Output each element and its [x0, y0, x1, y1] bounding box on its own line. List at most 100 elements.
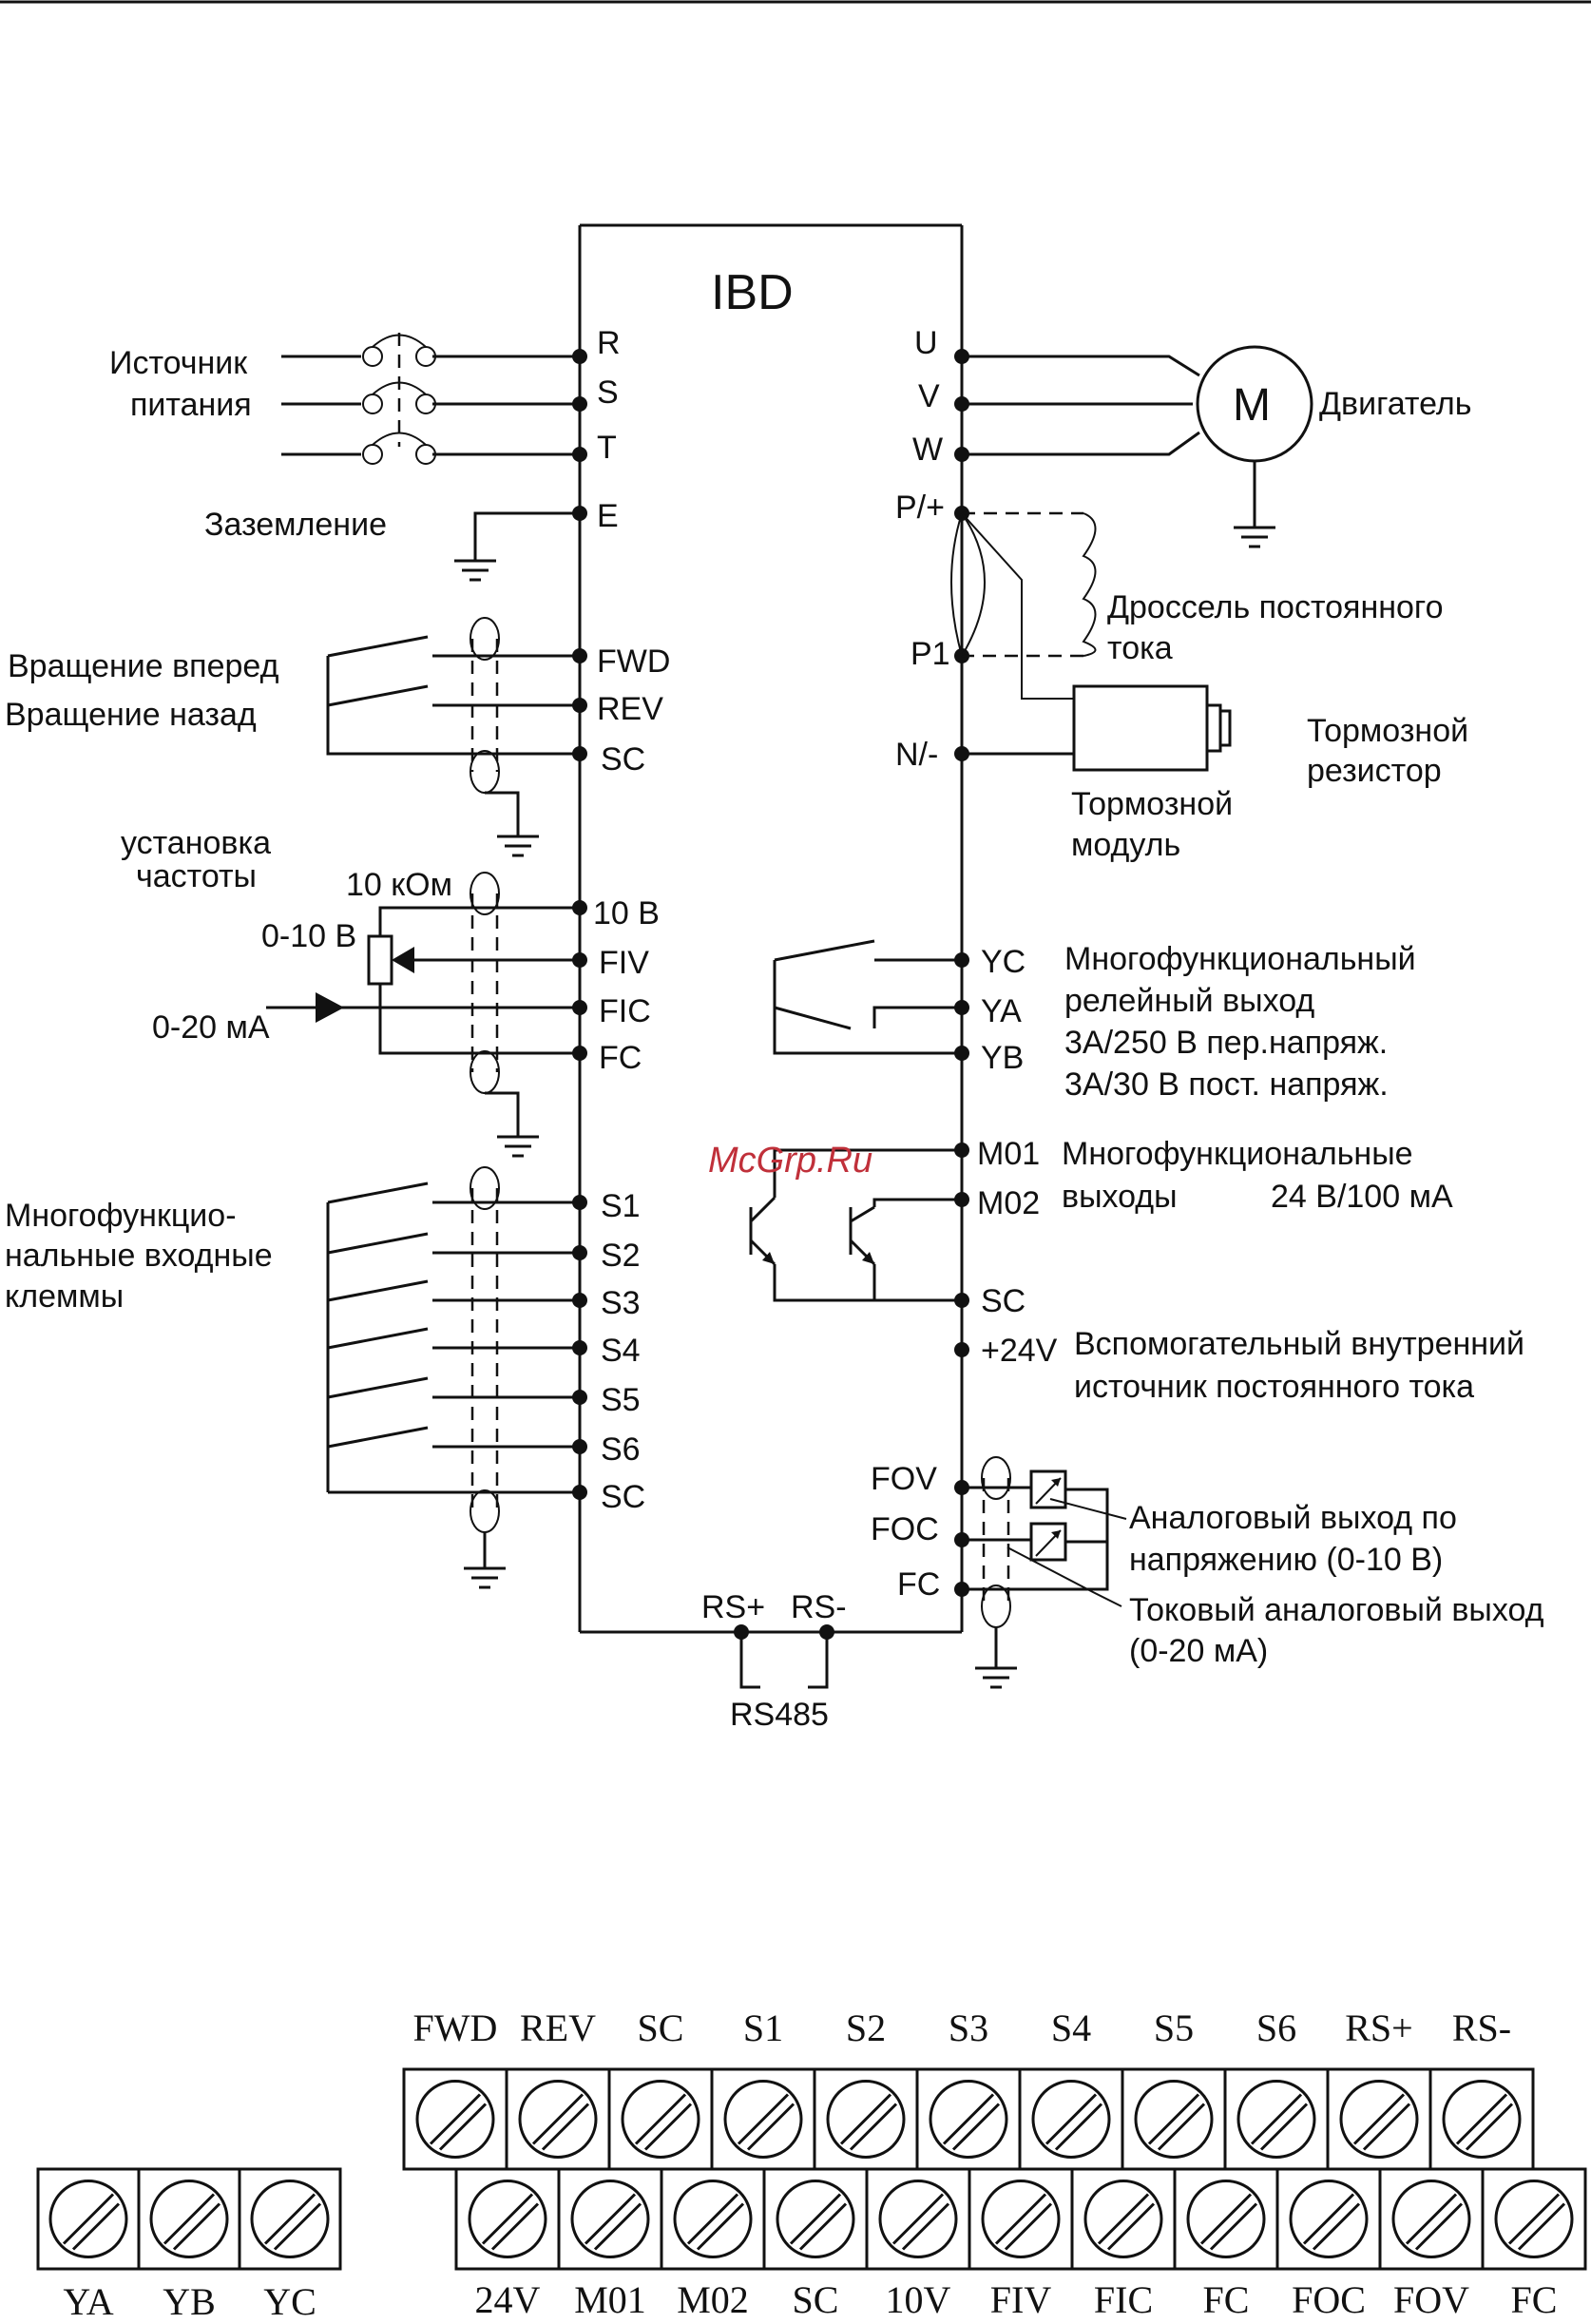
top-terminal-label: S6: [1256, 2007, 1296, 2049]
voltage-range-label: 0-10 В: [261, 918, 356, 954]
terminal-ya: YA: [981, 993, 1022, 1029]
terminal-s3: S3: [601, 1285, 641, 1321]
terminal-sc: SC: [601, 741, 645, 778]
terminal-fiv: FIV: [599, 945, 649, 981]
terminal-s5: S5: [601, 1382, 641, 1418]
rs-minus-label: RS-: [791, 1589, 847, 1625]
bottom-terminal-label: FOV: [1393, 2278, 1469, 2321]
rs485-wiring: [734, 1624, 834, 1689]
mout-label-2: выходы: [1062, 1179, 1178, 1215]
relay-output-wiring: [773, 939, 962, 1055]
ground-e-wiring: [454, 511, 580, 582]
forward-label: Вращение вперед: [8, 648, 279, 684]
power-input-wiring: [281, 333, 580, 465]
mout-label-3: 24 В/100 мА: [1271, 1179, 1453, 1215]
bottom-terminal-screw-icon: [981, 2180, 1061, 2258]
inputs-label-1: Многофункцио-: [5, 1198, 237, 1234]
rs485-label: RS485: [730, 1697, 829, 1733]
aout-i-label-1: Токовый аналоговый выход: [1129, 1592, 1544, 1628]
aux-label-2: источник постоянного тока: [1074, 1369, 1474, 1405]
drive-title: IBD: [711, 265, 794, 320]
brake-resistor-label-1: Тормозной: [1307, 713, 1468, 749]
bottom-terminal-label: 24V: [475, 2278, 541, 2321]
aout-v-label-2: напряжению (0-10 В): [1129, 1542, 1443, 1578]
reverse-label: Вращение назад: [5, 697, 257, 733]
relay-terminal-label: YB: [163, 2280, 216, 2323]
terminal-m02: M02: [977, 1185, 1040, 1221]
brake-module-label-2: модуль: [1071, 827, 1180, 863]
top-terminal-screw-icon: [1442, 2080, 1522, 2159]
bottom-terminal-frame: [454, 2167, 1587, 2271]
top-terminal-label: FWD: [413, 2007, 498, 2049]
freq-label-1: установка: [121, 825, 271, 861]
terminal-s2: S2: [601, 1238, 641, 1274]
inputs-label-2: нальные входные: [5, 1238, 273, 1274]
top-terminal-screw-icon: [1339, 2080, 1419, 2159]
motor-symbol: M: [1233, 380, 1271, 431]
motor-label: Двигатель: [1319, 386, 1471, 422]
bottom-terminal-screw-icon: [1289, 2180, 1369, 2258]
terminal-r: R: [597, 325, 621, 361]
right-terminal-labels: U V W P/+ P1 N/- YC YA YB M01 M02 SC +24…: [871, 325, 1058, 1603]
bottom-terminal-label: M02: [677, 2278, 749, 2321]
top-terminal-label: S1: [743, 2007, 783, 2049]
terminal-p1: P1: [911, 636, 950, 672]
top-terminal-screw-icon: [518, 2080, 598, 2159]
terminal-m01: M01: [977, 1136, 1040, 1172]
ground-label: Заземление: [204, 507, 387, 543]
aout-v-label-1: Аналоговый выход по: [1129, 1500, 1457, 1536]
top-terminal-screw-icon: [826, 2080, 906, 2159]
top-terminal-label: S5: [1154, 2007, 1194, 2049]
top-terminal-label: S4: [1051, 2007, 1091, 2049]
terminal-24v: +24V: [981, 1333, 1058, 1369]
bottom-terminal-screw-icon: [1083, 2180, 1163, 2258]
frequency-wiring: [266, 872, 580, 1158]
top-terminal-screw-icon: [929, 2080, 1008, 2159]
top-terminal-label: RS-: [1452, 2007, 1511, 2049]
dc-choke-brake-wiring: [950, 511, 1232, 772]
aout-i-label-2: (0-20 мА): [1129, 1633, 1268, 1669]
top-terminal-label: S3: [949, 2007, 988, 2049]
relay-label-1: Многофункциональный: [1064, 941, 1416, 977]
terminal-sc-inputs: SC: [601, 1479, 645, 1515]
mout-label-1: Многофункциональные: [1062, 1136, 1413, 1172]
pot-label: 10 кОм: [346, 867, 452, 903]
terminal-s4: S4: [601, 1333, 641, 1369]
terminal-fwd: FWD: [597, 643, 670, 680]
brake-module-label-1: Тормозной: [1071, 786, 1233, 822]
bottom-terminal-label: 10V: [886, 2278, 951, 2321]
terminal-foc: FOC: [871, 1511, 939, 1547]
terminal-fov: FOV: [871, 1461, 937, 1497]
bottom-terminal-label: FIV: [990, 2278, 1052, 2321]
terminal-v: V: [918, 378, 940, 414]
terminal-s: S: [597, 375, 619, 411]
bottom-terminal-screw-icon: [776, 2180, 855, 2258]
power-label-2: питания: [130, 387, 252, 423]
relay-terminal-screw-icon: [48, 2180, 128, 2258]
bottom-terminal-label: FOC: [1292, 2278, 1366, 2321]
relay-label-4: 3A/30 В пост. напряж.: [1064, 1066, 1389, 1103]
top-terminal-label: REV: [520, 2007, 596, 2049]
inputs-label-3: клеммы: [5, 1278, 124, 1315]
terminal-fc-right: FC: [897, 1566, 940, 1603]
top-terminal-screw-icon: [1031, 2080, 1111, 2159]
top-terminal-label: S2: [846, 2007, 886, 2049]
bottom-terminal-screw-icon: [468, 2180, 547, 2258]
rs-plus-label: RS+: [701, 1589, 765, 1625]
terminal-s1: S1: [601, 1188, 641, 1224]
top-terminal-label: SC: [638, 2007, 684, 2049]
top-terminal-screw-icon: [1134, 2080, 1214, 2159]
motor-wiring: [962, 345, 1313, 548]
relay-terminal-label: YC: [263, 2280, 316, 2323]
left-terminal-labels: R S T E FWD REV SC 10 В FIV FIC FC S1 S2…: [593, 325, 670, 1515]
choke-label-1: Дроссель постоянного: [1107, 589, 1443, 625]
bottom-terminal-label: FIC: [1094, 2278, 1153, 2321]
terminal-e: E: [597, 498, 619, 534]
relay-label-2: релейный выход: [1064, 983, 1314, 1019]
choke-label-2: тока: [1107, 630, 1173, 666]
terminal-u: U: [914, 325, 938, 361]
top-terminal-screw-icon: [415, 2080, 495, 2159]
aux-label-1: Вспомогательный внутренний: [1074, 1326, 1524, 1362]
bottom-terminal-screw-icon: [1186, 2180, 1266, 2258]
relay-terminal-label: YA: [63, 2280, 113, 2323]
